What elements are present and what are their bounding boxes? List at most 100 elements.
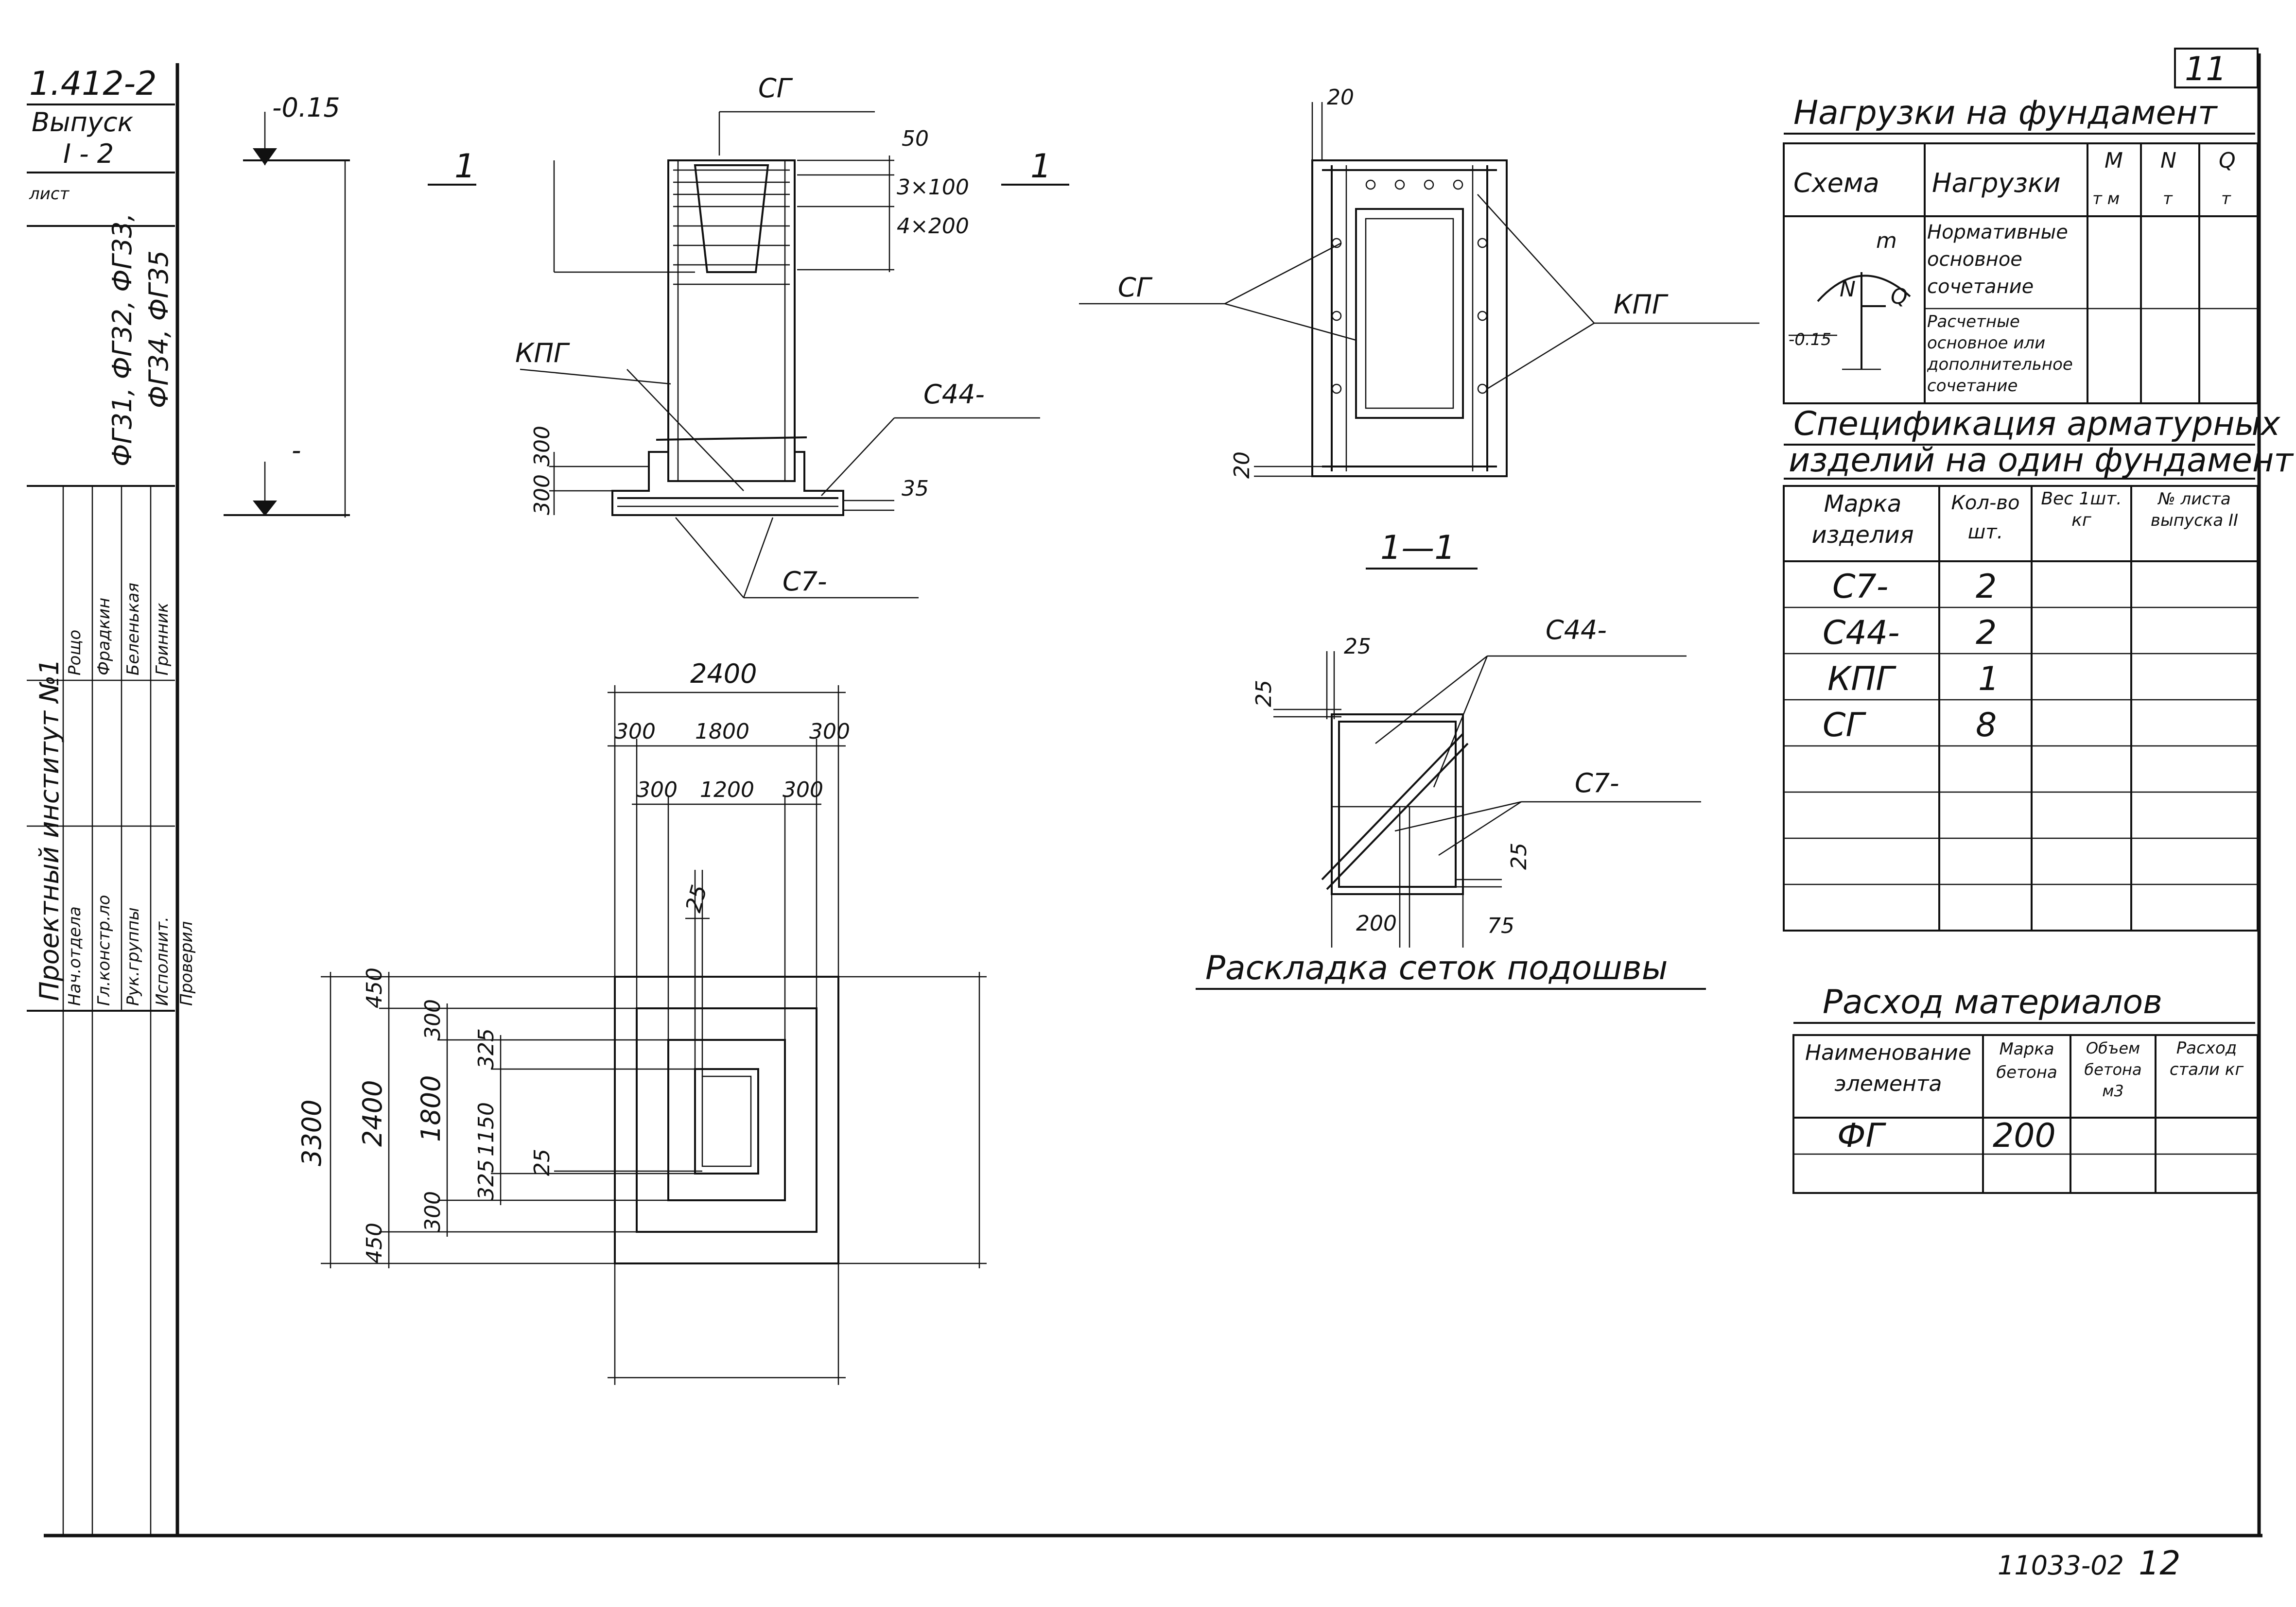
materials-title: Расход материалов [1823,983,2162,1021]
left-stamp: 1.412-2 Выпуск I - 2 лист ФГ31, ФГ32, ФГ… [27,65,196,1536]
mesh-dim-25b: 25 [1252,680,1276,707]
page-number: 12 [2139,1544,2181,1583]
level-bottom: - [292,435,301,466]
plan-dim-325b: 325 [474,1159,499,1200]
name-4: Гринник [153,603,172,675]
plan-dim-1150: 1150 [474,1102,499,1157]
scheme-q: Q [1891,284,1908,309]
plan-dim-325a: 325 [474,1028,499,1069]
label-c7: С7- [783,566,827,597]
loads-h-n: N [2160,148,2176,173]
plan-dim-25-side: 25 [530,1149,555,1176]
dim-300a: 300 [530,426,555,467]
cut-title: 1—1 [1380,529,1456,567]
roles-rotated: Нач.отдела Гл.констр.ло Рук.группы Испол… [65,895,196,1006]
plan-dim-300c: 300 [637,778,678,802]
plan-dim-2400v: 2400 [357,1080,388,1147]
loads-title: Нагрузки на фундамент [1793,94,2218,132]
marks-line-2: ФГ34, ФГ35 [143,250,174,408]
spec-row-mark: С7- [1832,568,1888,606]
plan-dim-300b: 300 [809,719,850,744]
loads-u-m: т м [2092,189,2120,208]
spec-row-qty: 2 [1976,614,1997,652]
dim-35: 35 [902,476,929,501]
plan-dim-300d: 300 [783,778,823,802]
dim-3x100: 3×100 [897,175,969,200]
spec-row-mark: КПГ [1827,660,1896,698]
scheme-n: N [1840,277,1856,302]
role-1: Нач.отдела [65,906,85,1006]
archive-code: 11033-02 [1998,1550,2124,1581]
plan-dim-1200: 1200 [700,778,754,802]
scheme-m: m [1876,228,1897,253]
section-view: -0.15 - 1 1 50 [224,73,1069,599]
plan-dim-450b: 450 [362,1223,387,1263]
name-2: Фрадкин [94,598,114,675]
materials-h-volume: Объем бетона м3 [2084,1039,2142,1100]
label-kpg: КПГ [515,338,570,368]
plan-dim-300a: 300 [615,719,656,744]
spec-title-1: Спецификация арматурных [1793,405,2280,443]
dim-50: 50 [902,126,929,151]
issue-label: Выпуск [32,107,134,138]
spec-row-qty: 1 [1978,660,1999,698]
mesh-layout: 25 25 25 200 75 С44- С7- Раскладка сеток… [1196,615,1706,990]
plan-dim-450a: 450 [362,968,387,1008]
plan-dim-1800v: 1800 [416,1075,446,1142]
sheet-number: 11 [2185,50,2227,88]
sheet-label: лист [29,184,70,204]
sheet-frame: 11 [44,48,2262,1538]
spec-h-qty: Кол-во шт. [1951,492,2020,543]
plan-dim-3300: 3300 [296,1100,327,1166]
cut-dim-20-top: 20 [1327,85,1354,110]
scheme-level: -0.15 [1789,330,1831,349]
institute-name: Проектный институт №1 [34,658,65,1001]
materials-h-name: Наименование элемента [1805,1040,1971,1096]
materials-table: Расход материалов Наименование элемента … [1792,983,2259,1194]
doc-code: 1.412-2 [29,65,157,103]
loads-h-loads: Нагрузки [1932,168,2061,198]
marks-line-1: ФГ31, ФГ32, ФГ33, [107,213,138,467]
plan-dim-1800: 1800 [695,719,749,744]
mesh-dim-75: 75 [1487,914,1514,938]
loads-table: Нагрузки на фундамент Схема Нагрузки M N… [1783,94,2259,404]
spec-h-sheet: № листа выпуска II [2150,489,2239,530]
loads-row-2: Расчетные основное или дополнительное со… [1927,312,2073,396]
spec-h-mark: Марка изделия [1811,490,1914,549]
names-rotated: Рощо Фрадкин Беленькая Гринник [65,583,172,675]
label-c44: С44- [923,379,985,410]
spec-row-qty: 2 [1976,568,1997,606]
mesh-title: Раскладка сеток подошвы [1205,949,1668,987]
spec-title-2: изделий на один фундамент [1789,441,2294,480]
label-sg: СГ [758,73,793,104]
materials-row-grade: 200 [1993,1117,2056,1155]
materials-h-steel: Расход стали кг [2169,1038,2244,1079]
loads-row-1: Нормативные основное сочетание [1927,221,2068,298]
spec-row-mark: С44- [1823,614,1900,652]
loads-u-q: т [2221,189,2231,208]
plan-dim-2400: 2400 [690,658,757,689]
mesh-dim-25a: 25 [1344,634,1371,659]
cut-view: 20 20 СГ КПГ 1—1 [1079,85,1759,570]
plan-dim-25-top: 25 [681,882,712,915]
load-scheme-icon: m N Q -0.15 [1789,228,1911,370]
marks-rotated: ФГ31, ФГ32, ФГ33, ФГ34, ФГ35 [107,213,174,467]
loads-h-q: Q [2219,148,2236,173]
spec-table: Спецификация арматурных изделий на один … [1783,405,2294,932]
role-2: Гл.констр.ло [94,895,114,1006]
spec-h-weight: Вес 1шт. кг [2041,489,2122,530]
dim-4x200: 4×200 [897,214,969,239]
cut-mark-left: 1 [454,147,475,186]
mesh-label-c44: С44- [1546,615,1607,645]
plan-view: 2400 300 1800 300 300 1200 300 25 3300 4… [296,658,987,1385]
materials-h-grade: Марка бетона [1996,1039,2057,1082]
spec-row-mark: СГ [1823,706,1866,744]
mesh-dim-25c: 25 [1507,843,1531,870]
role-5: Проверил [177,921,196,1006]
role-4: Исполнит. [153,916,172,1006]
mesh-label-c7: С7- [1575,768,1619,798]
cut-mark-right: 1 [1030,147,1051,186]
institute-rotated: Проектный институт №1 [34,658,65,1001]
plan-dim-300v-b: 300 [420,1191,445,1232]
